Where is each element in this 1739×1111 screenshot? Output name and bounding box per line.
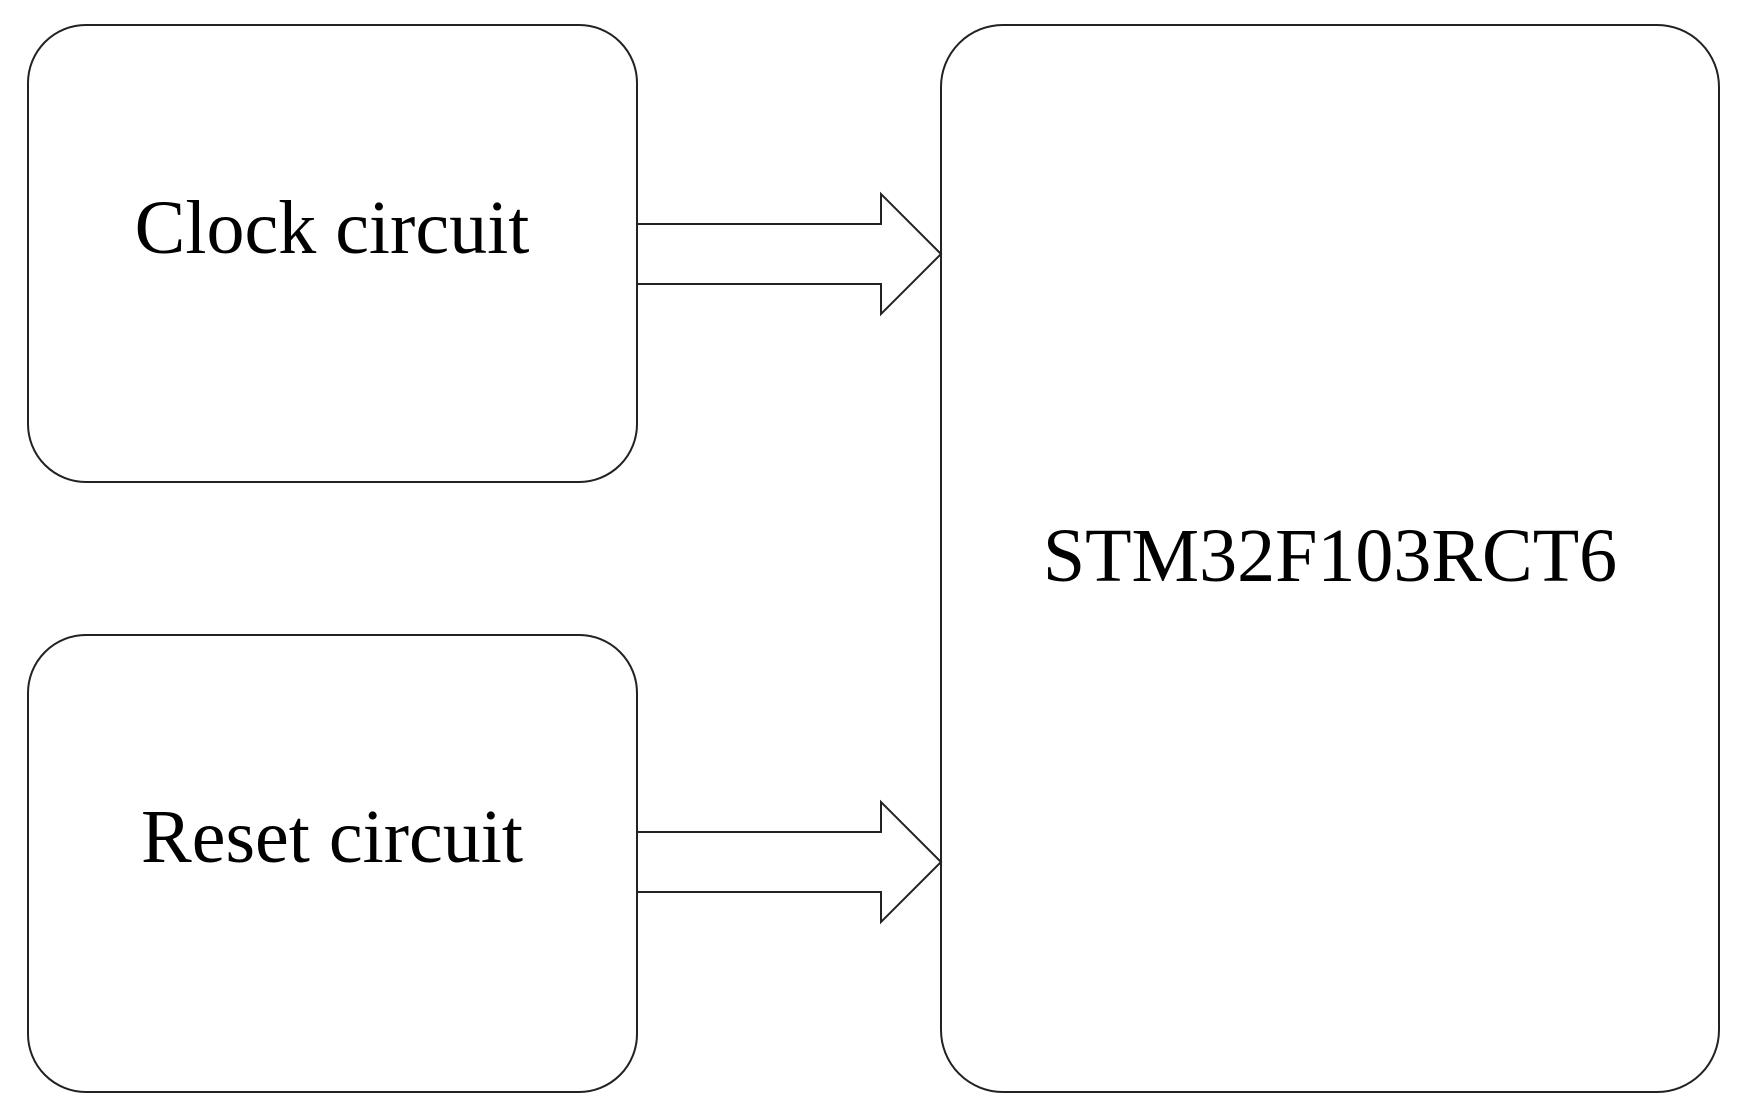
mcu-box xyxy=(940,24,1720,1093)
clock-to-mcu-arrow xyxy=(636,191,943,317)
mcu-block: STM32F103RCT6 xyxy=(940,24,1720,1093)
reset-circuit-block: Reset circuit xyxy=(27,634,638,1093)
mcu-label: STM32F103RCT6 xyxy=(1043,514,1617,598)
reset-circuit-label: Reset circuit xyxy=(141,795,523,879)
reset-to-mcu-arrow xyxy=(636,799,943,925)
clock-circuit-block: Clock circuit xyxy=(27,24,638,483)
clock-circuit-label: Clock circuit xyxy=(135,186,530,270)
